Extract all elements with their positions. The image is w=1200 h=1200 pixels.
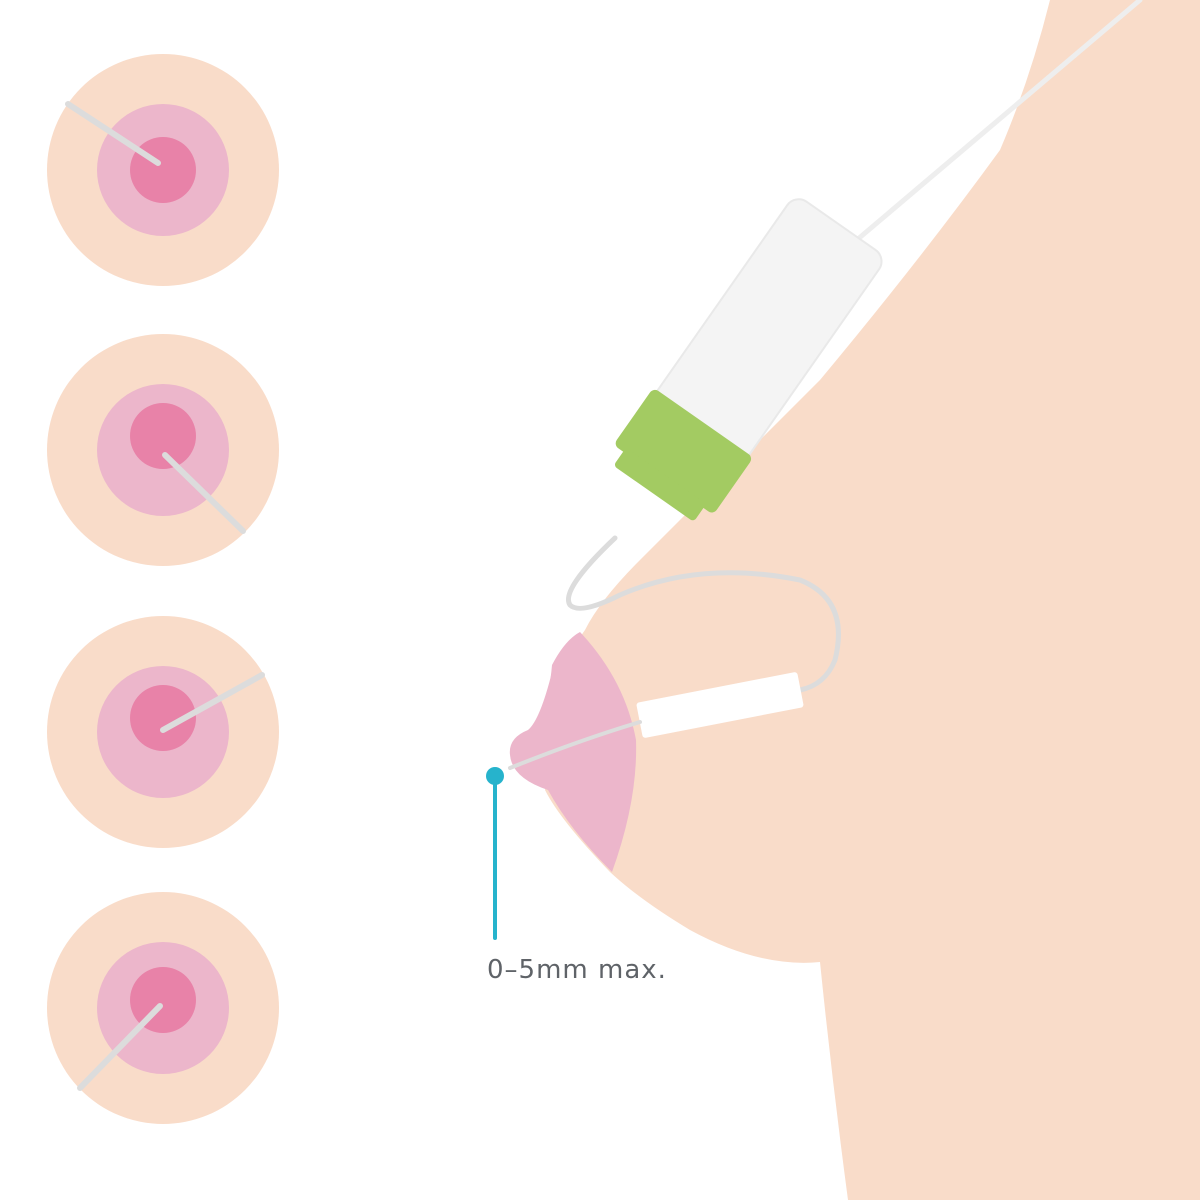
measurement-dot — [486, 767, 504, 785]
option-nipple — [130, 685, 196, 751]
tube-tip — [508, 720, 642, 770]
measurement-indicator — [486, 767, 504, 940]
feeding-bottle — [614, 198, 883, 521]
option-tube — [65, 101, 161, 166]
option-nipple — [130, 137, 196, 203]
supply-tube — [842, 0, 1143, 253]
option-tube — [162, 452, 246, 534]
placement-option-upper-right — [47, 616, 279, 848]
nipple-side — [509, 672, 552, 790]
areola-side — [512, 632, 637, 872]
breast-profile — [509, 0, 1200, 1200]
bottle-cap-ridge — [614, 449, 705, 521]
bottle-cap — [615, 389, 752, 513]
tape-strip — [636, 672, 804, 738]
placement-option-lower-right — [47, 334, 279, 566]
breast-shape — [545, 0, 1200, 1200]
option-tube — [160, 672, 265, 733]
tape-rect — [636, 672, 804, 738]
measurement-label: 0–5mm max. — [487, 955, 667, 985]
feeding-tube — [566, 535, 841, 693]
placement-option-upper-left — [47, 54, 279, 286]
option-tube — [77, 1003, 163, 1091]
placement-option-lower-left — [47, 892, 279, 1124]
option-nipple — [130, 403, 196, 469]
